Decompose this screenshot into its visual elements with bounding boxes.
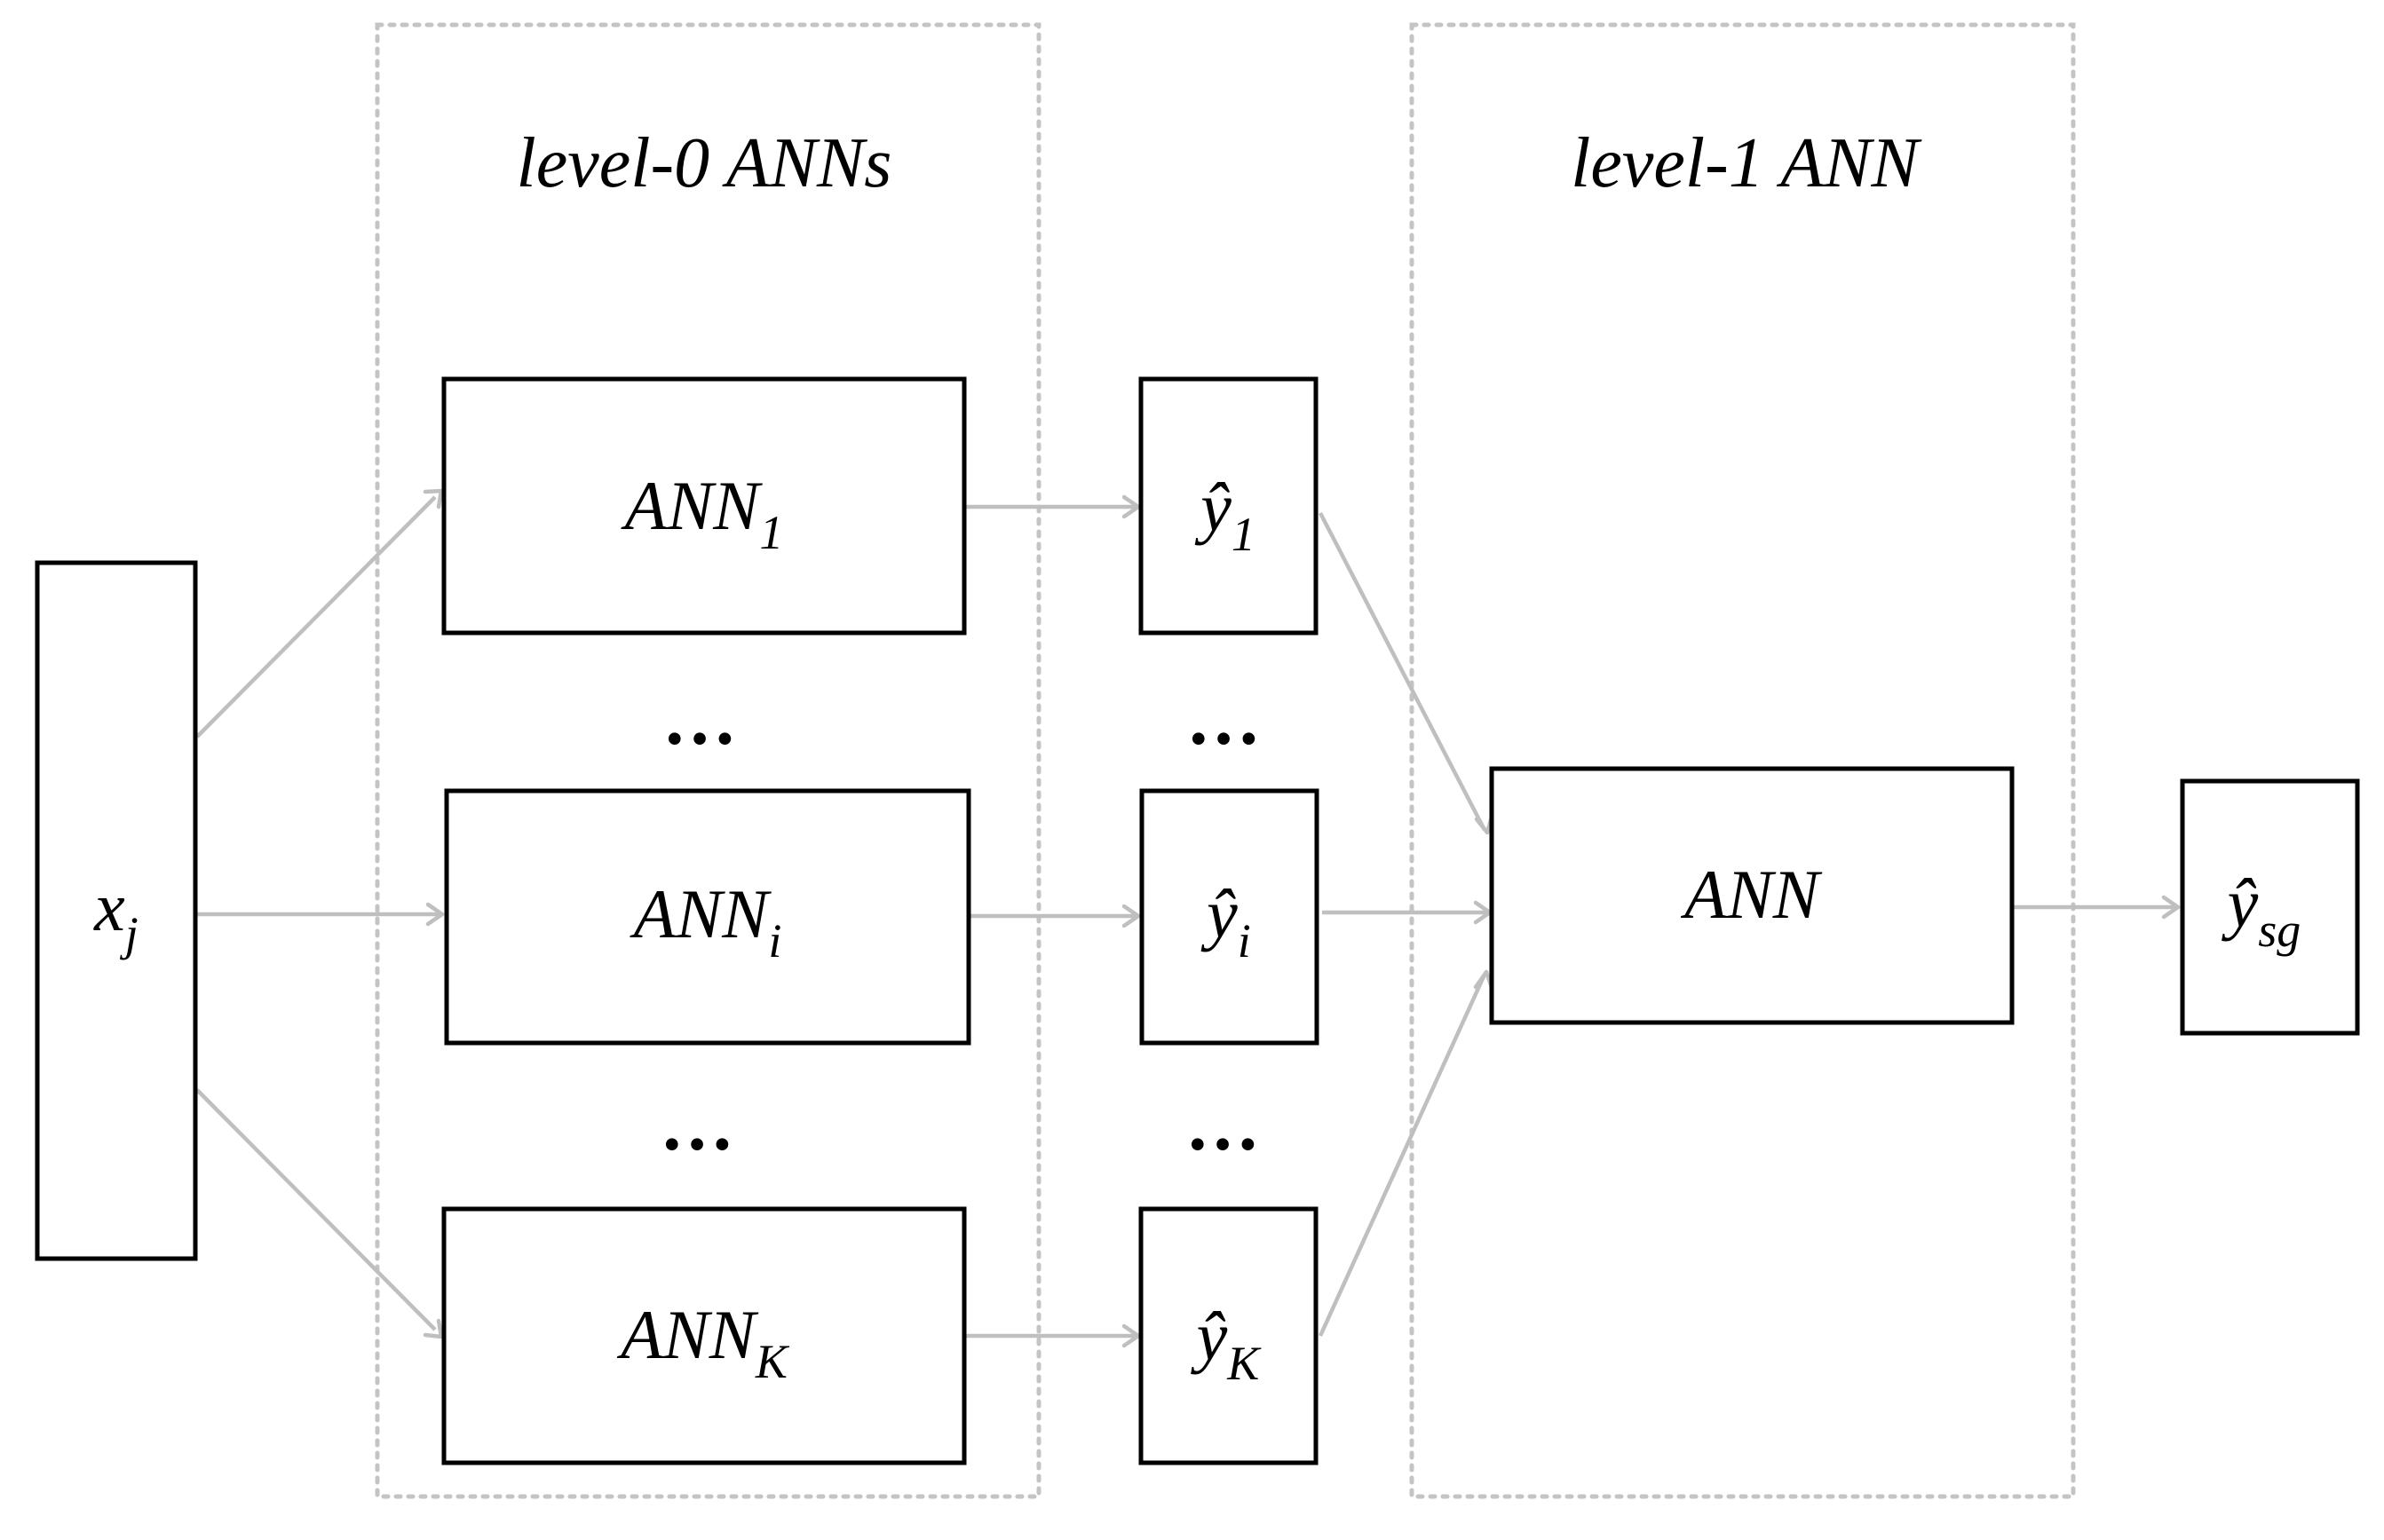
- arrowhead-y-1: [1121, 494, 1141, 519]
- level1-title: level-1 ANN: [1571, 124, 1922, 202]
- arrowhead-y-k: [1121, 1323, 1141, 1348]
- arrowhead-output: [2161, 895, 2181, 920]
- base-model-i-label: ANNi: [630, 875, 782, 967]
- base-model-k: ANNK: [441, 1206, 967, 1465]
- prediction-k-box: [1138, 1206, 1319, 1465]
- level0-title: level-0 ANNs: [517, 124, 892, 202]
- base-model-i: ANNi: [444, 788, 971, 1046]
- prediction-k-label: ŷK: [1191, 1298, 1263, 1390]
- base-model-k-box: [441, 1206, 967, 1465]
- edges-base-to-pred: [966, 494, 1141, 1348]
- prediction-i-box: [1139, 788, 1319, 1046]
- base-model-1-label: ANN1: [621, 467, 784, 559]
- arrowhead-ann-1: [423, 488, 444, 509]
- base-model-1-box: [441, 376, 967, 636]
- prediction-i: ŷi: [1139, 788, 1319, 1046]
- arrowhead-ann-k: [423, 1318, 444, 1339]
- output-box: [2180, 778, 2360, 1036]
- ellipsis-base-bottom: …: [660, 1084, 743, 1166]
- ellipsis-pred-top: …: [1186, 678, 1270, 761]
- ellipsis-base-top: …: [662, 678, 746, 761]
- input-box: [35, 560, 198, 1261]
- meta-model: ANN: [1489, 766, 2015, 1025]
- edge-y-k-to-meta: [1318, 974, 1487, 1337]
- level0-group-frame: [375, 22, 1042, 1499]
- output-label: ŷsg: [2222, 865, 2301, 957]
- prediction-k: ŷK: [1138, 1206, 1319, 1465]
- arrowhead-y-i: [1121, 904, 1141, 928]
- edges-input-to-base: [195, 488, 445, 1339]
- base-model-1: ANN1: [441, 376, 967, 636]
- level1-group-frame: [1409, 22, 2076, 1499]
- prediction-1: ŷ1: [1138, 376, 1319, 636]
- edge-input-to-ann-1: [195, 495, 437, 738]
- base-model-i-box: [444, 788, 971, 1046]
- prediction-i-label: ŷi: [1200, 875, 1251, 967]
- meta-model-box: [1489, 766, 2015, 1025]
- output-node: ŷsg: [2180, 778, 2360, 1036]
- prediction-1-box: [1138, 376, 1319, 636]
- input-label: xj: [93, 868, 139, 960]
- base-model-k-label: ANNK: [616, 1296, 790, 1388]
- meta-model-label: ANN: [1680, 856, 1823, 933]
- input-node: xj: [35, 560, 198, 1261]
- arrowhead-ann-i: [425, 902, 445, 927]
- prediction-1-label: ŷ1: [1194, 469, 1255, 561]
- arrowhead-meta-top: [1474, 814, 1494, 835]
- edge-y-1-to-meta: [1319, 511, 1486, 832]
- edges-pred-to-meta: [1318, 511, 1495, 1337]
- ellipsis-pred-bottom: …: [1185, 1084, 1269, 1166]
- edge-input-to-ann-k: [195, 1088, 437, 1331]
